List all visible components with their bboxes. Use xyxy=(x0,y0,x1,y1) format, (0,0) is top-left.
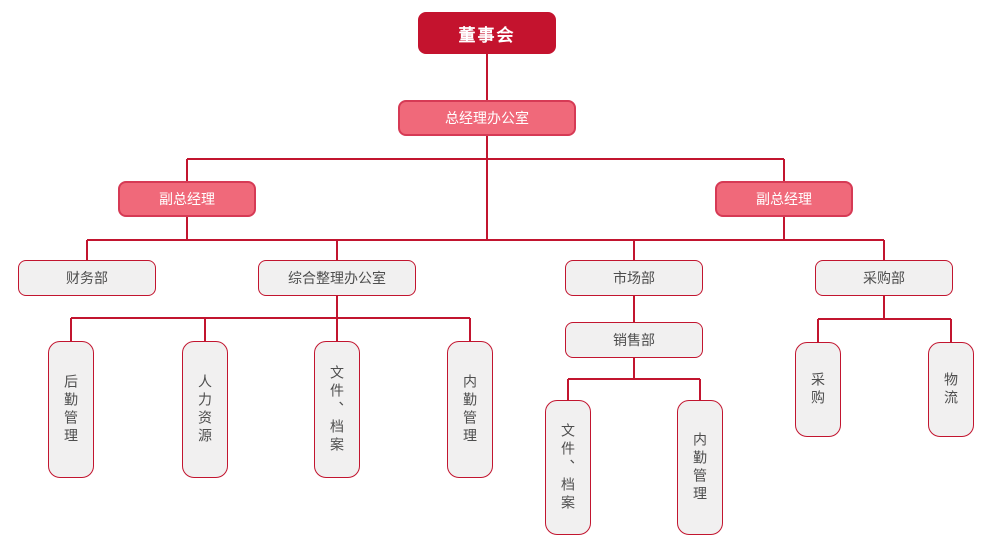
org-node-sales-dept[interactable]: 销售部 xyxy=(565,322,703,358)
org-node-deputy-gm-right[interactable]: 副总经理 xyxy=(715,181,853,217)
org-node-internal-management-1[interactable]: 内勤管理 xyxy=(447,341,493,478)
org-node-general-manager-office[interactable]: 总经理办公室 xyxy=(398,100,576,136)
org-node-human-resources[interactable]: 人力资源 xyxy=(182,341,228,478)
org-node-procurement[interactable]: 采购 xyxy=(795,342,841,437)
org-node-purchasing-dept[interactable]: 采购部 xyxy=(815,260,953,296)
org-node-files-archives-1[interactable]: 文件、档案 xyxy=(314,341,360,478)
org-node-board-of-directors[interactable]: 董事会 xyxy=(418,12,556,54)
org-node-logistics[interactable]: 物流 xyxy=(928,342,974,437)
org-node-general-affairs-office[interactable]: 综合整理办公室 xyxy=(258,260,416,296)
org-node-logistics-management[interactable]: 后勤管理 xyxy=(48,341,94,478)
org-node-internal-management-2[interactable]: 内勤管理 xyxy=(677,400,723,535)
org-node-marketing-dept[interactable]: 市场部 xyxy=(565,260,703,296)
org-node-deputy-gm-left[interactable]: 副总经理 xyxy=(118,181,256,217)
org-node-finance-dept[interactable]: 财务部 xyxy=(18,260,156,296)
org-node-files-archives-2[interactable]: 文件、档案 xyxy=(545,400,591,535)
